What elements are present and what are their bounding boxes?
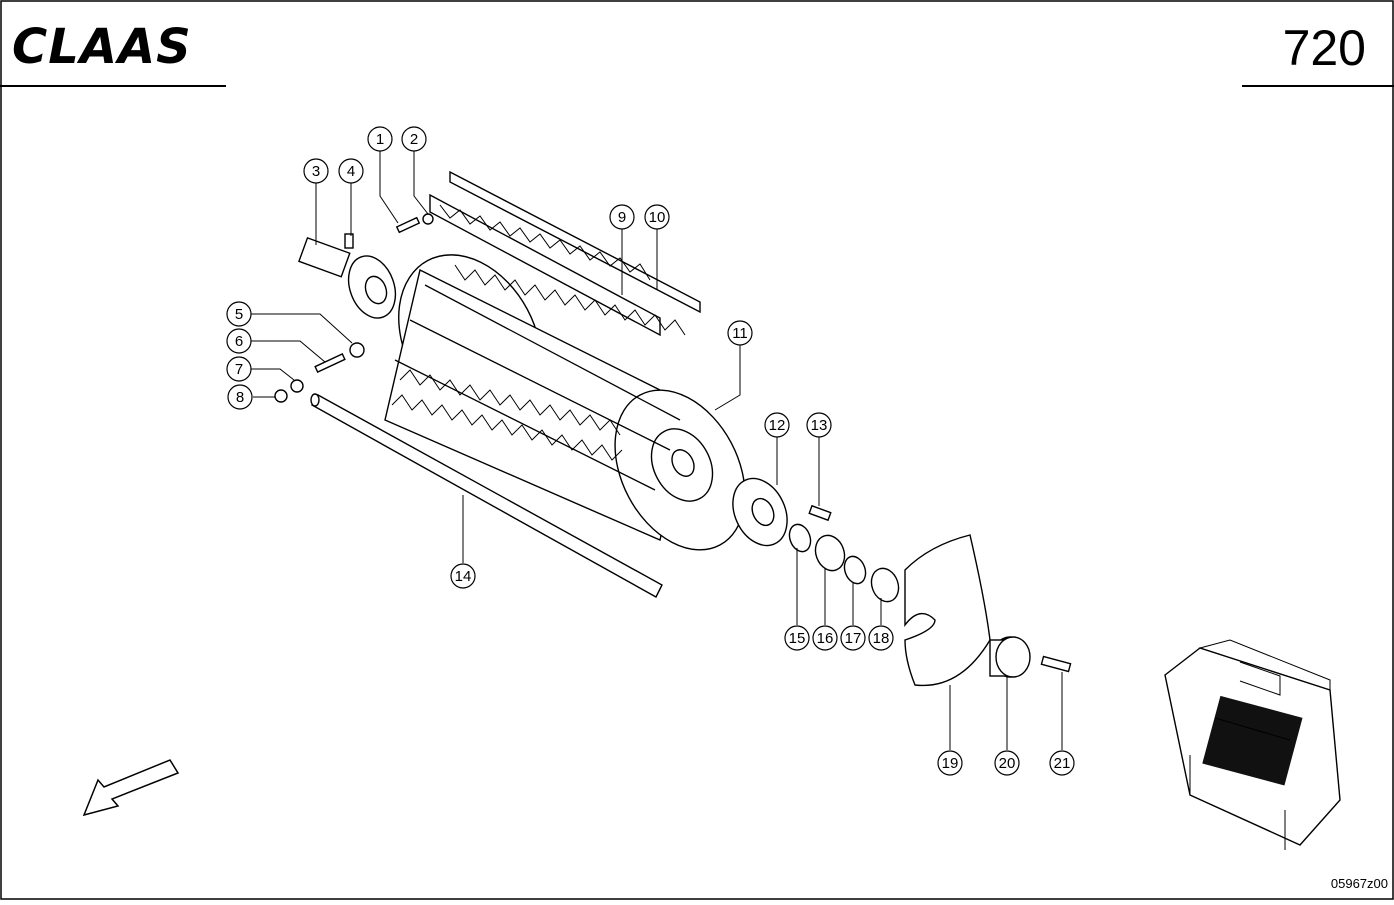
callout-4-label: 4 xyxy=(347,163,355,180)
callout-10: 10 xyxy=(644,204,670,230)
callout-4: 4 xyxy=(338,158,364,184)
callout-3-label: 3 xyxy=(312,163,320,180)
callout-12: 12 xyxy=(764,412,790,438)
callout-1-label: 1 xyxy=(376,131,384,148)
callout-20-label: 20 xyxy=(999,755,1016,772)
callout-21: 21 xyxy=(1049,750,1075,776)
callout-11: 11 xyxy=(727,320,753,346)
callout-10-label: 10 xyxy=(649,209,666,226)
callout-14-label: 14 xyxy=(455,568,472,585)
callout-19: 19 xyxy=(937,750,963,776)
callout-11-label: 11 xyxy=(732,325,748,342)
brand-logo: CLAAS xyxy=(12,19,192,75)
bushing-and-bolt xyxy=(989,636,1072,678)
callout-12-label: 12 xyxy=(769,417,786,434)
page-number: 720 xyxy=(1283,20,1366,76)
machine-location-thumbnail xyxy=(1164,639,1341,850)
callout-14: 14 xyxy=(450,563,476,589)
callout-19-label: 19 xyxy=(942,755,959,772)
callout-16-label: 16 xyxy=(817,630,834,647)
callout-1: 1 xyxy=(367,126,393,152)
bearing-stack xyxy=(732,477,900,603)
callout-5-label: 5 xyxy=(235,306,243,323)
highlighted-drum-thumbnail xyxy=(1202,695,1303,786)
callout-18-label: 18 xyxy=(873,630,890,647)
callout-3: 3 xyxy=(303,158,329,184)
callout-13: 13 xyxy=(806,412,832,438)
cover-disc xyxy=(904,534,991,687)
callout-20: 20 xyxy=(994,750,1020,776)
cutting-drum xyxy=(384,254,746,551)
callout-13-label: 13 xyxy=(811,417,828,434)
callout-15: 15 xyxy=(784,625,810,651)
callout-18: 18 xyxy=(868,625,894,651)
callout-17-label: 17 xyxy=(845,630,862,647)
knife-bar xyxy=(429,170,701,337)
callout-5: 5 xyxy=(226,301,252,327)
arrow-down-left-icon xyxy=(82,759,180,817)
main-shaft xyxy=(310,393,663,598)
callout-9-label: 9 xyxy=(618,209,626,226)
callout-2: 2 xyxy=(401,126,427,152)
callout-6-label: 6 xyxy=(235,333,243,350)
callout-6: 6 xyxy=(226,328,252,354)
callout-9: 9 xyxy=(609,204,635,230)
drawing-code: 05967z00 xyxy=(1331,876,1388,891)
callout-16: 16 xyxy=(812,625,838,651)
callout-8-label: 8 xyxy=(236,389,244,406)
callout-15-label: 15 xyxy=(789,630,806,647)
callout-7-label: 7 xyxy=(235,361,243,378)
callout-2-label: 2 xyxy=(410,131,418,148)
leader-lines xyxy=(251,151,1063,750)
callout-17: 17 xyxy=(840,625,866,651)
stub-shaft xyxy=(298,236,397,319)
callout-7: 7 xyxy=(226,356,252,382)
callout-21-label: 21 xyxy=(1054,755,1071,772)
callout-8: 8 xyxy=(227,384,253,410)
hardware-small xyxy=(274,213,434,403)
